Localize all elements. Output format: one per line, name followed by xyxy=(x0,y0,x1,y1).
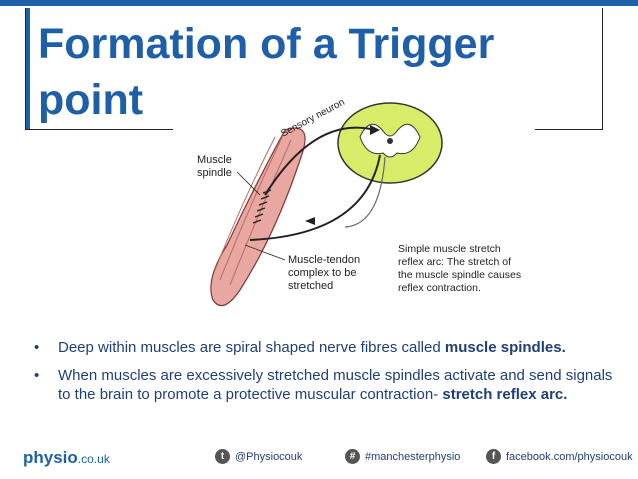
twitter-link[interactable]: t @Physiocouk xyxy=(215,449,302,464)
bullet-item: • Deep within muscles are spiral shaped … xyxy=(32,338,622,357)
caption-line-2: reflex arc: The stretch of xyxy=(398,256,511,268)
tendon-label-2: complex to be xyxy=(288,267,356,279)
twitter-handle: @Physiocouk xyxy=(235,450,303,463)
top-accent-bar xyxy=(0,0,638,6)
bullet-list: • Deep within muscles are spiral shaped … xyxy=(32,338,622,413)
bullet-bold-text: stretch reflex arc. xyxy=(442,386,568,403)
hashtag-icon: # xyxy=(345,449,360,464)
spinal-cord xyxy=(337,102,443,184)
title-frame: Formation of a Trigger point xyxy=(25,8,603,130)
caption-line-1: Simple muscle stretch xyxy=(398,243,501,255)
facebook-text: facebook.com/physiocouk xyxy=(506,450,633,463)
hashtag-text: #manchesterphysio xyxy=(365,450,461,463)
bullet-marker: • xyxy=(34,367,40,384)
hashtag-link[interactable]: # #manchesterphysio xyxy=(345,449,460,464)
logo-main-text: physio xyxy=(23,448,78,467)
muscle-spindle-label-2: spindle xyxy=(197,167,232,179)
slide-title: Formation of a Trigger point xyxy=(38,20,495,124)
caption-line-4: reflex contraction. xyxy=(398,282,481,294)
bullet-text: When muscles are excessively stretched m… xyxy=(58,367,613,403)
facebook-icon: f xyxy=(486,449,501,464)
bullet-bold-text: muscle spindles. xyxy=(444,339,566,356)
stretch-reflex-diagram: Sensory neuron Muscle spindle Muscle-ten… xyxy=(173,97,535,315)
tendon-label-3: stretched xyxy=(288,280,333,292)
facebook-link[interactable]: f facebook.com/physiocouk xyxy=(486,449,633,464)
tendon-label-1: Muscle-tendon xyxy=(288,254,360,266)
twitter-icon: t xyxy=(215,449,230,464)
motor-nerve xyxy=(249,154,381,241)
sensory-nerve xyxy=(264,126,376,196)
logo-domain-text: .co.uk xyxy=(77,452,110,466)
bullet-marker: • xyxy=(34,339,40,356)
title-left-rule xyxy=(26,8,30,129)
physio-logo[interactable]: physio.co.uk xyxy=(23,448,110,468)
muscle-spindle-label-1: Muscle xyxy=(197,154,232,166)
bullet-item: • When muscles are excessively stretched… xyxy=(32,366,622,404)
caption-line-3: the muscle spindle causes xyxy=(398,269,521,281)
bullet-text: Deep within muscles are spiral shaped ne… xyxy=(58,339,445,356)
